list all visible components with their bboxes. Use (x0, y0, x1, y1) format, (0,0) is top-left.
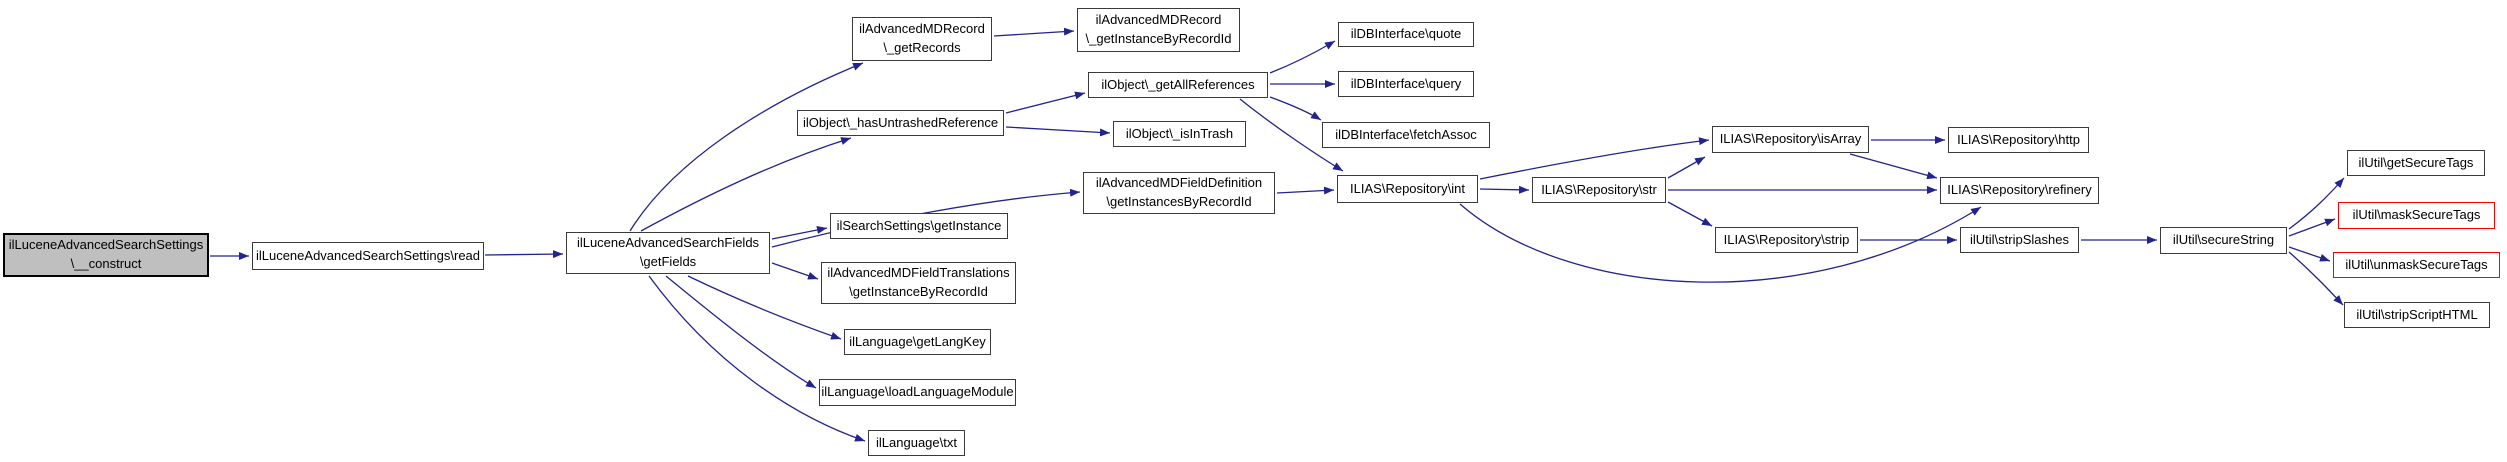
edge-hasUntrashedReference-getAllReferences (1005, 91, 1086, 114)
node-ildbinterface-quote[interactable]: ilDBInterface\quote (1338, 22, 1474, 47)
edge-repoInt-repoIsArray (1479, 137, 1710, 180)
node-ilobject-getallreferences[interactable]: ilObject\_getAllReferences (1088, 72, 1268, 98)
node-iladvancedmdfieldtranslations-getinstancebyrecordid[interactable]: ilAdvancedMDFieldTranslations \getInstan… (821, 262, 1016, 304)
node-ilias-repository-http[interactable]: ILIAS\Repository\http (1948, 127, 2089, 153)
edge-getFields-txt (648, 275, 866, 442)
node-ilobject-isintrash[interactable]: ilObject\_isInTrash (1113, 121, 1246, 147)
node-ilutil-masksecuretags[interactable]: ilUtil\maskSecureTags (2338, 202, 2495, 229)
node-ilias-repository-isarray[interactable]: ILIAS\Repository\isArray (1712, 126, 1869, 153)
node-ilias-repository-refinery[interactable]: ILIAS\Repository\refinery (1940, 177, 2099, 204)
node-illuceneadvancedsearchsettings-read[interactable]: ilLuceneAdvancedSearchSettings\read (252, 242, 484, 270)
node-iladvancedmdrecord-getinstancebyrecordid[interactable]: ilAdvancedMDRecord \_getInstanceByRecord… (1077, 8, 1240, 52)
node-ilias-repository-int[interactable]: ILIAS\Repository\int (1337, 175, 1478, 203)
edge-repoStr-repoStrip (1667, 201, 1713, 227)
edge-getFields-getInstancesByRecordId (771, 188, 1081, 248)
edge-getAllReferences-repoInt (1239, 98, 1344, 172)
edge-getAllReferences-fetchAssoc (1269, 96, 1322, 121)
node-ilsearchsettings-getinstance[interactable]: ilSearchSettings\getInstance (830, 213, 1008, 239)
edge-repoStr-repoIsArray (1667, 156, 1706, 179)
edge-getInstancesByRecordId-repoInt (1276, 186, 1335, 195)
edge-secureString-unmaskSecureTags (2288, 246, 2331, 262)
edge-repoInt-repoRefinery (1459, 203, 1982, 283)
node-ilutil-getsecuretags[interactable]: ilUtil\getSecureTags (2347, 150, 2485, 176)
node-ildbinterface-fetchassoc[interactable]: ilDBInterface\fetchAssoc (1322, 122, 1490, 148)
edge-getFields-hasUntrashedReference (640, 137, 852, 232)
node-illuceneadvancedsearchsettings-construct: ilLuceneAdvancedSearchSettings \__constr… (3, 233, 209, 277)
node-ildbinterface-query[interactable]: ilDBInterface\query (1338, 71, 1474, 97)
edge-read-getFields (484, 250, 564, 259)
edge-getFields-getLangKey (687, 275, 842, 340)
edge-repoInt-repoStr (1479, 185, 1530, 194)
edge-getAllReferences-quote (1269, 40, 1336, 74)
node-iladvancedmdfielddefinition-getinstancesbyrecordid[interactable]: ilAdvancedMDFieldDefinition \getInstance… (1083, 172, 1275, 214)
node-ilias-repository-str[interactable]: ILIAS\Repository\str (1532, 177, 1666, 203)
node-illanguage-loadlanguagemodule[interactable]: ilLanguage\loadLanguageModule (819, 379, 1016, 406)
node-ilutil-stripscripthtml[interactable]: ilUtil\stripScriptHTML (2344, 302, 2490, 328)
node-ilobject-hasuntrashedreference[interactable]: ilObject\_hasUntrashedReference (797, 110, 1004, 136)
edge-secureString-maskSecureTags (2288, 218, 2336, 237)
edge-secureString-getSecureTags (2288, 177, 2345, 230)
node-ilutil-unmasksecuretags[interactable]: ilUtil\unmaskSecureTags (2333, 252, 2500, 278)
node-illanguage-txt[interactable]: ilLanguage\txt (868, 430, 965, 456)
edge-getFields-translationsGetInstance (771, 262, 819, 280)
edge-hasUntrashedReference-isInTrash (1005, 126, 1111, 137)
node-ilutil-stripslashes[interactable]: ilUtil\stripSlashes (1960, 227, 2079, 253)
edge-getFields-searchSettingsGetInstance (771, 226, 828, 240)
edge-getFields-getRecords (629, 62, 864, 232)
edge-getFields-loadLanguageModule (665, 275, 817, 389)
node-ilutil-securestring[interactable]: ilUtil\secureString (2160, 227, 2287, 254)
edge-secureString-stripScriptHTML (2288, 251, 2344, 306)
edge-getRecords-getInstanceByRecordId (993, 27, 1075, 37)
node-iladvancedmdrecord-getrecords[interactable]: ilAdvancedMDRecord \_getRecords (852, 17, 992, 61)
edge-repoIsArray-repoRefinery (1849, 153, 1938, 180)
node-illanguage-getlangkey[interactable]: ilLanguage\getLangKey (844, 329, 991, 355)
node-ilias-repository-strip[interactable]: ILIAS\Repository\strip (1715, 227, 1858, 253)
node-illuceneadvancedsearchfields-getfields[interactable]: ilLuceneAdvancedSearchFields \getFields (566, 232, 770, 274)
